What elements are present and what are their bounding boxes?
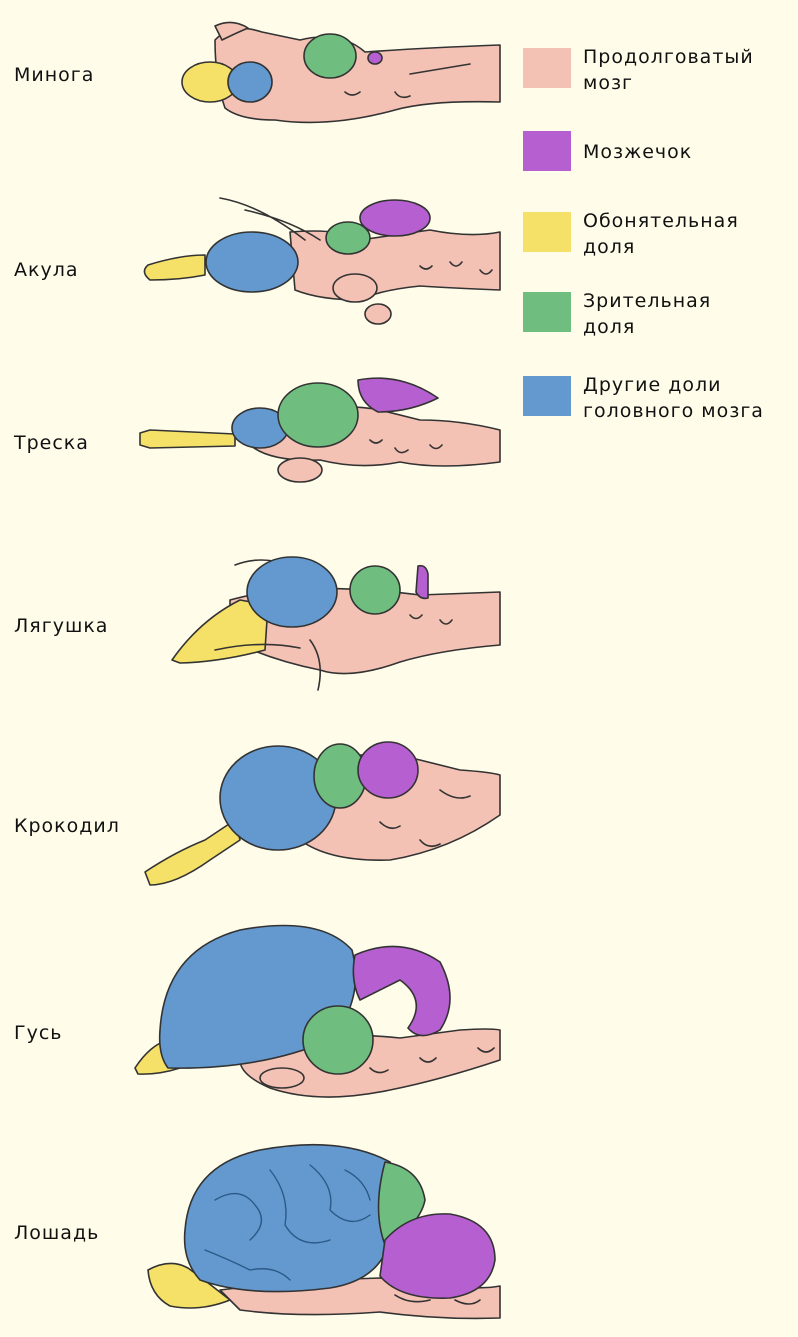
brain-frog — [172, 557, 500, 690]
brain-shark — [144, 198, 500, 324]
brain-cod — [140, 378, 500, 482]
brain-goose — [135, 926, 500, 1098]
brain-lamprey — [182, 22, 500, 122]
brain-horse — [148, 1145, 500, 1319]
brain-crocodile — [145, 742, 500, 885]
